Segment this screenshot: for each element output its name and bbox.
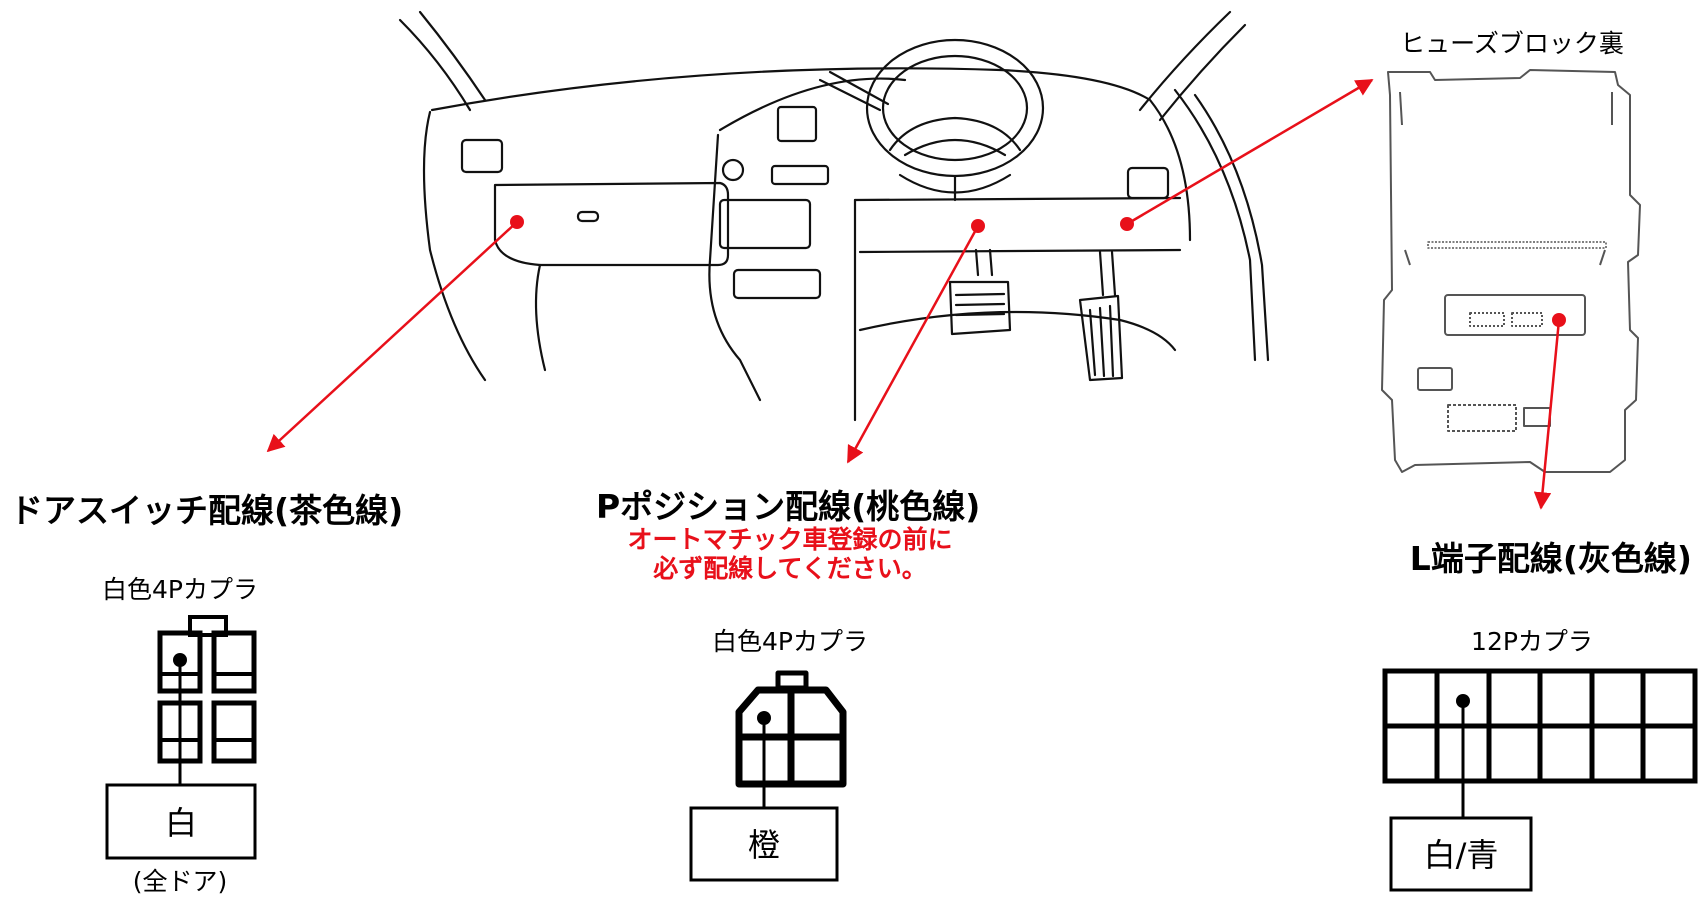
marker-dot-door-switch — [510, 215, 524, 229]
door-switch-wire-color-label: 白 — [165, 804, 197, 842]
arrow-fuse-block — [1126, 78, 1374, 226]
l-terminal-heading: L端子配線(灰色線) — [1410, 539, 1692, 578]
p-position-connector — [735, 670, 847, 808]
door-switch-connector — [157, 615, 257, 785]
marker-dot-l-terminal — [1552, 313, 1566, 327]
door-switch-wire-color-box — [105, 783, 257, 860]
door-switch-connector-label: 白色4Pカプラ — [102, 575, 258, 604]
fuse-block-title: ヒューズブロック裏 — [1400, 29, 1624, 58]
p-position-heading: Pポジション配線(桃色線) — [596, 487, 980, 526]
l-terminal-wire-color-box — [1389, 816, 1533, 892]
pointer-arrows — [266, 78, 1566, 510]
arrow-p-position — [846, 225, 980, 464]
l-terminal-wire-color-label: 白/青 — [1424, 836, 1499, 874]
marker-dot-fuse-block — [1120, 217, 1134, 231]
door-switch-heading: ドアスイッチ配線(茶色線) — [10, 491, 403, 530]
l-terminal-connector-label: 12Pカプラ — [1471, 627, 1593, 656]
arrow-l-terminal — [1533, 319, 1561, 510]
p-position-wire-color-box — [689, 806, 839, 882]
p-position-connector-label: 白色4Pカプラ — [712, 627, 868, 656]
p-position-warning-line2: 必ず配線してください。 — [653, 554, 927, 583]
arrow-door-switch — [266, 221, 518, 453]
door-switch-note: (全ドア) — [133, 867, 228, 896]
p-position-wire-color-label: 橙 — [748, 826, 780, 864]
marker-dot-p-position — [971, 219, 985, 233]
dashboard-illustration — [398, 10, 1270, 422]
p-position-warning-line1: オートマチック車登録の前に — [627, 525, 952, 554]
fuse-block-illustration — [1381, 69, 1641, 473]
l-terminal-connector — [1382, 668, 1698, 818]
